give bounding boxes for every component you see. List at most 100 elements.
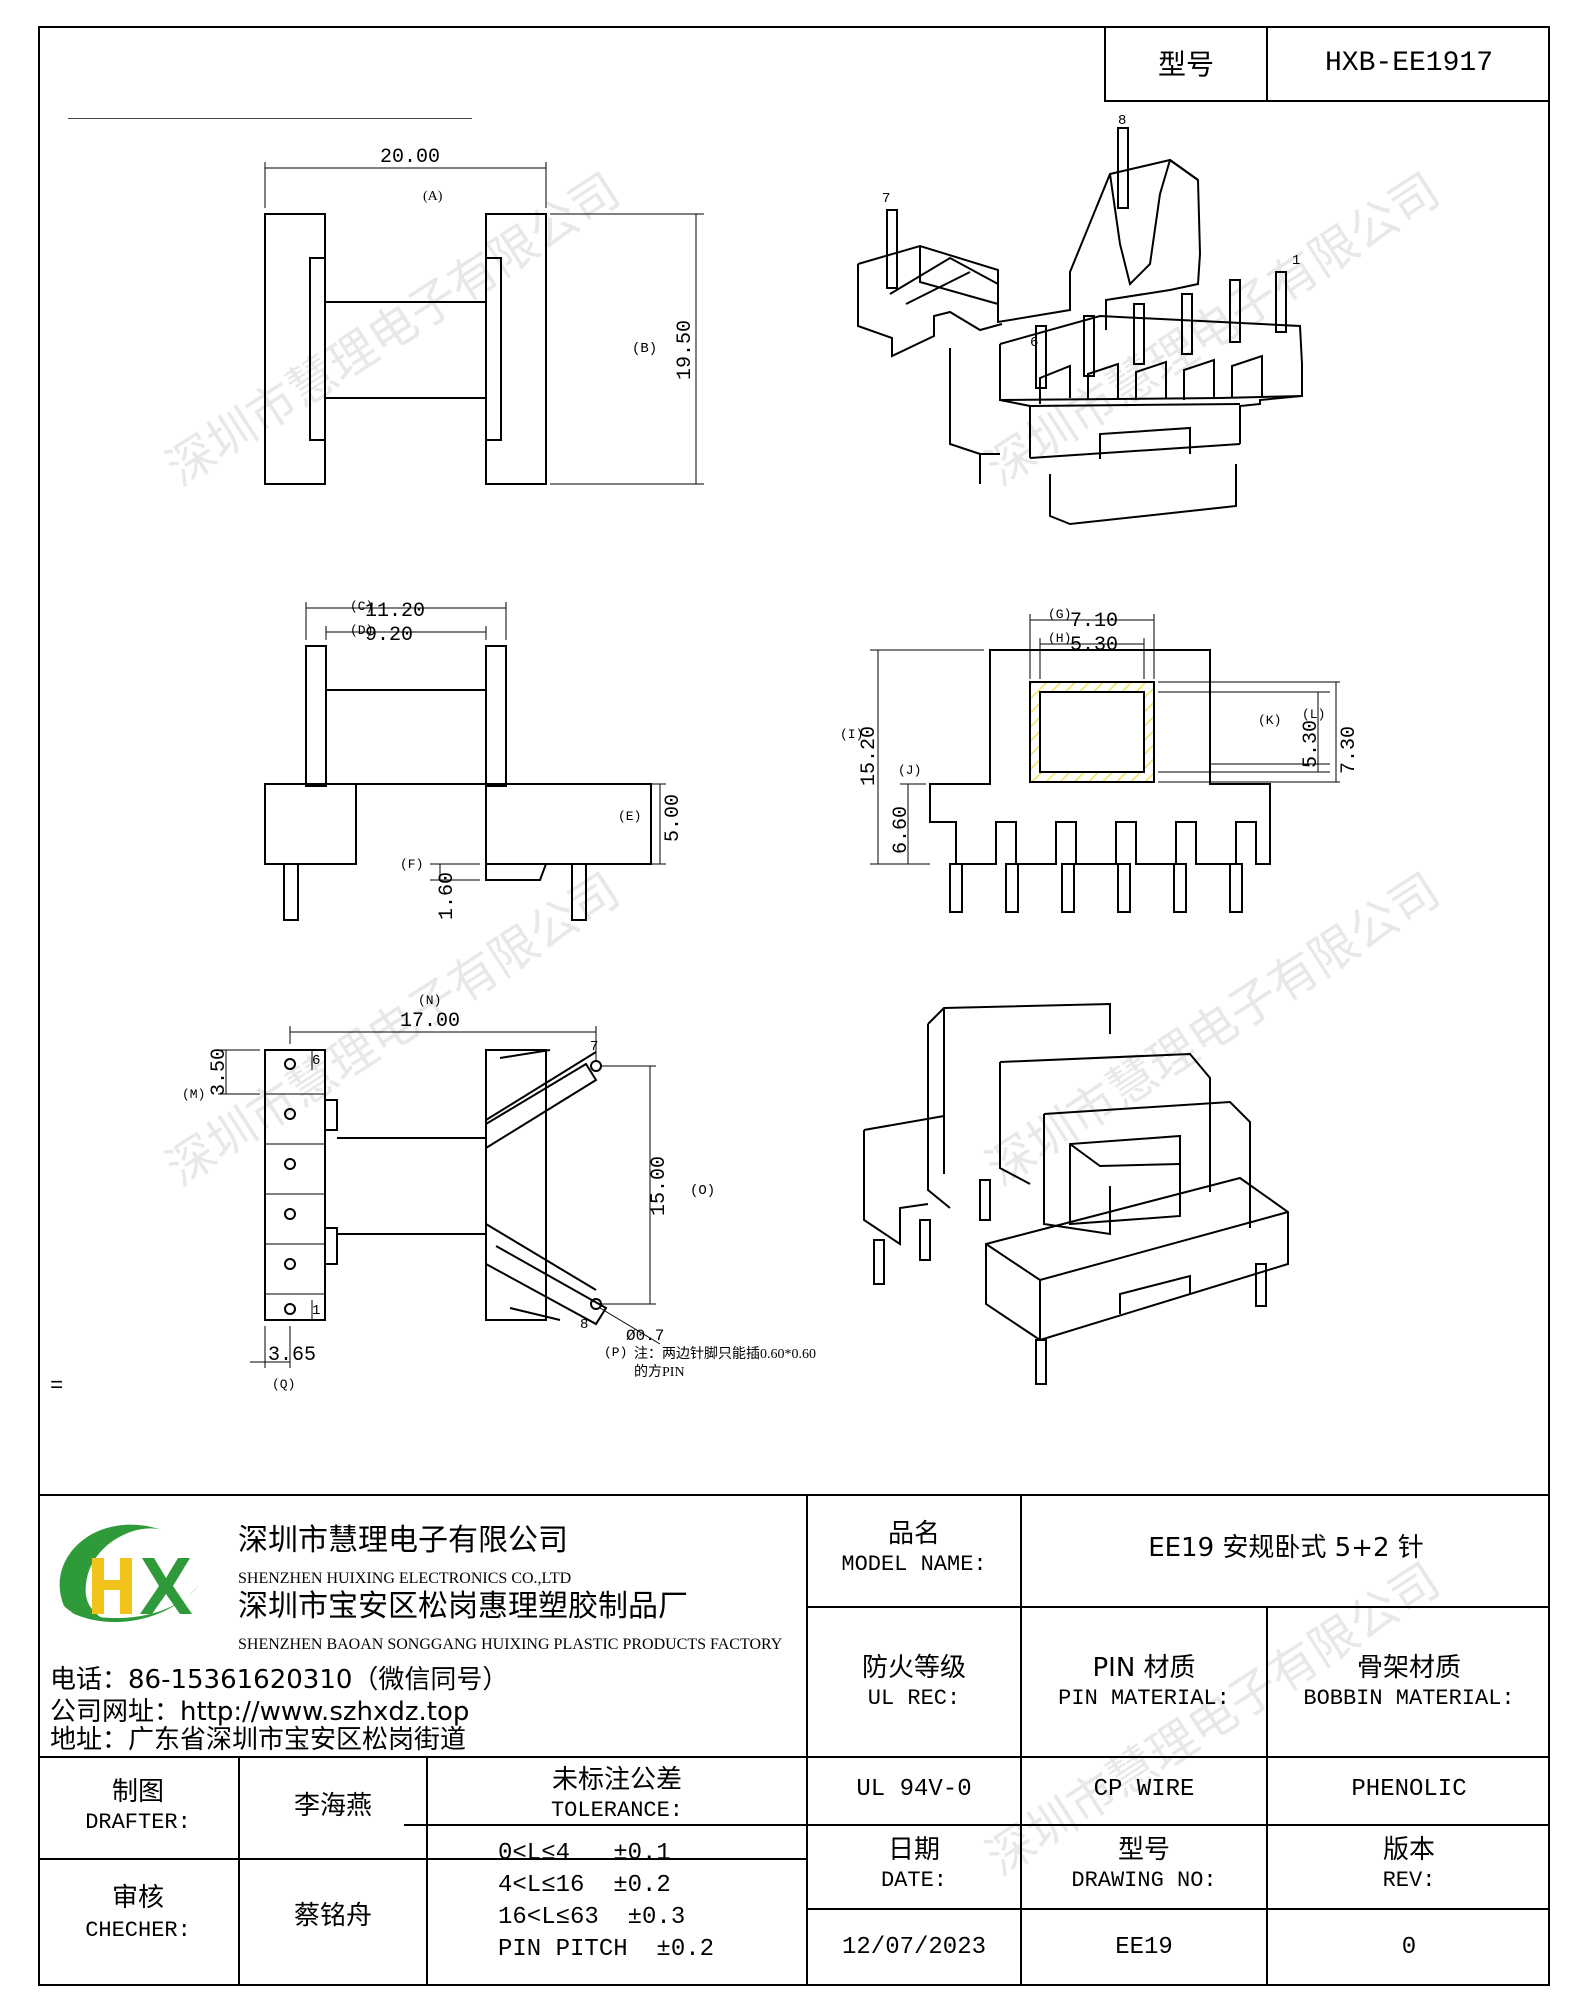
iso-pin-8: 7 [882, 191, 890, 207]
checker-label-cn: 审核 [111, 1883, 164, 1913]
dim-e: 5.00 [662, 794, 685, 842]
drawing-no-label-en: DRAWING NO: [1071, 1868, 1217, 1893]
dim-f: 1.60 [436, 872, 459, 920]
date-label-cn: 日期 [887, 1835, 940, 1865]
drawing-frame [38, 26, 1550, 1986]
iso-pin-1: 1 [1292, 253, 1300, 269]
pin-label-cn: PIN 材质 [1092, 1653, 1196, 1683]
dim-b: 19.50 [674, 320, 697, 380]
factory-name-cn: 深圳市宝安区松岗惠理塑胶制品厂 [238, 1589, 688, 1624]
tag-d: (D) [350, 623, 373, 638]
rev-label-en: REV: [1382, 1868, 1436, 1893]
iso-pin-7: 8 [1118, 113, 1126, 129]
model-label: 型号 [1106, 26, 1268, 100]
iso-pin-6: 6 [1030, 335, 1038, 351]
dim-j: 6.60 [890, 806, 913, 854]
top-view [264, 162, 704, 485]
tag-f: (F) [400, 857, 423, 872]
drawing-no-value: EE19 [1115, 1934, 1173, 1961]
pin-label-en: PIN MATERIAL: [1058, 1686, 1230, 1711]
pin-value: CP WIRE [1093, 1776, 1195, 1803]
bottom-pin-6: 6 [312, 1053, 320, 1069]
tag-i: (I) [840, 727, 863, 742]
tag-m: (M) [182, 1087, 205, 1102]
drafter-label-cn: 制图 [111, 1777, 164, 1807]
company-phone: 电话：86-15361620310（微信同号） [50, 1665, 509, 1695]
front-view [870, 614, 1340, 913]
bobbin-value: PHENOLIC [1351, 1776, 1467, 1803]
bottom-note-line2: 的方PIN [634, 1364, 685, 1380]
tag-n: (N) [418, 993, 441, 1008]
tag-o: (O) [690, 1183, 715, 1199]
side-view [264, 602, 666, 921]
date-label-en: DATE: [880, 1868, 947, 1893]
ul-value: UL 94V-0 [856, 1776, 972, 1803]
tolerance-line-3: 16<L≤63 ±0.3 [498, 1904, 686, 1931]
dim-h: 5.30 [1070, 634, 1118, 657]
dim-c: 11.20 [365, 600, 425, 623]
tag-l: (L) [1302, 707, 1325, 722]
tag-j: (J) [898, 763, 921, 778]
tag-g: (G) [1048, 607, 1071, 622]
company-name-en: SHENZHEN HUIXING ELECTRONICS CO.,LTD [238, 1570, 572, 1587]
dim-a: 20.00 [380, 146, 440, 169]
factory-name-en: SHENZHEN BAOAN SONGGANG HUIXING PLASTIC … [238, 1636, 783, 1653]
dim-k: 5.30 [1300, 720, 1323, 768]
dim-i: 15.20 [858, 726, 881, 786]
drawing-no-label-cn: 型号 [1117, 1835, 1170, 1865]
tag-e: (E) [618, 809, 641, 824]
company-logo [50, 1514, 210, 1632]
tolerance-line-2: 4<L≤16 ±0.2 [498, 1872, 671, 1899]
dim-o: 15.00 [648, 1156, 671, 1216]
ul-label-cn: 防火等级 [861, 1653, 966, 1683]
bobbin-label-cn: 骨架材质 [1356, 1653, 1461, 1683]
tag-p: (P) [604, 1345, 627, 1360]
checker-label-en: CHECHER: [85, 1918, 191, 1943]
checker-value: 蔡铭舟 [293, 1901, 372, 1931]
tag-a: (A) [423, 189, 443, 204]
bottom-note-line1: 注：两边针脚只能插0.60*0.60 [634, 1346, 816, 1362]
drafter-value: 李海燕 [293, 1791, 372, 1821]
model-name-label-en: MODEL NAME: [841, 1552, 987, 1577]
tolerance-label-cn: 未标注公差 [551, 1765, 682, 1795]
dim-g: 7.10 [1070, 610, 1118, 633]
tag-h: (H) [1048, 631, 1071, 646]
dim-q: 3.65 [268, 1344, 316, 1367]
tolerance-label-en: TOLERANCE: [550, 1798, 684, 1823]
model-name-value: EE19 安规卧式 5+2 针 [1148, 1533, 1424, 1563]
top-rule [68, 118, 472, 119]
ul-label-en: UL REC: [867, 1686, 961, 1711]
dim-l: 7.30 [1338, 726, 1361, 774]
tag-k: (K) [1258, 713, 1281, 728]
model-name-label-cn: 品名 [887, 1519, 940, 1549]
bottom-view [218, 1026, 661, 1368]
bottom-pin-1: 1 [312, 1303, 320, 1319]
stray-mark: = [50, 1374, 63, 1399]
company-website[interactable]: 公司网址：http://www.szhxdz.top [50, 1697, 470, 1727]
drafter-label-en: DRAFTER: [85, 1810, 191, 1835]
technical-drawing: 20.00 (A) 19.50 (B) 8 7 1 6 11.20 (C) 9.… [50, 113, 1361, 1399]
rev-value: 0 [1401, 1934, 1417, 1961]
isometric-view-top [857, 127, 1303, 526]
dim-p: Ø0.7 [626, 1327, 664, 1345]
tolerance-line-4: PIN PITCH ±0.2 [498, 1936, 715, 1963]
tag-c: (C) [350, 599, 373, 614]
tag-b: (B) [632, 341, 657, 357]
dim-n: 17.00 [400, 1010, 460, 1033]
tolerance-line-1: 0<L≤4 ±0.1 [498, 1840, 671, 1867]
model-value: HXB-EE1917 [1324, 47, 1494, 79]
tag-q: (Q) [272, 1377, 295, 1392]
isometric-view-bottom [863, 1002, 1289, 1385]
dim-m: 3.50 [208, 1048, 231, 1096]
bobbin-label-en: BOBBIN MATERIAL: [1303, 1686, 1515, 1711]
bottom-pin-7: 7 [590, 1039, 598, 1055]
company-name-cn: 深圳市慧理电子有限公司 [238, 1523, 568, 1558]
rev-label-cn: 版本 [1382, 1835, 1435, 1865]
company-address: 地址：广东省深圳市宝安区松岗街道 [50, 1725, 467, 1755]
date-value: 12/07/2023 [841, 1934, 987, 1961]
bottom-pin-8: 8 [580, 1317, 588, 1333]
title-block: 深圳市慧理电子有限公司 SHENZHEN HUIXING ELECTRONICS… [38, 1494, 1550, 1986]
dim-d: 9.20 [365, 624, 413, 647]
model-number-box: 型号 HXB-EE1917 [1104, 26, 1550, 102]
hx-logo-icon [59, 1524, 200, 1623]
